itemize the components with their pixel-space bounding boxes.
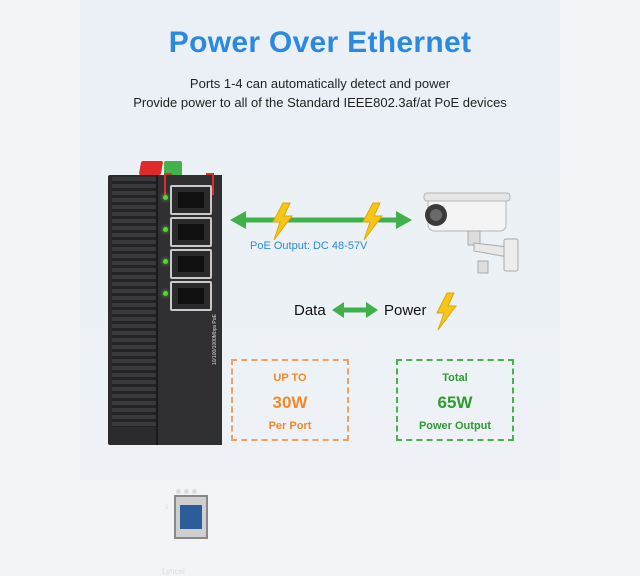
per-port-power-box: UP TO 30W Per Port [231,359,349,441]
port-led [163,227,168,232]
sfp-port-number: 5 [165,505,169,511]
lightning-bolt-icon [272,202,293,241]
total-caption: Power Output [418,420,492,432]
total-value: 65W [437,393,473,412]
heat-sink-fins [112,177,158,427]
double-arrow-icon [230,211,412,229]
ethernet-port-1 [170,185,212,215]
data-label: Data [294,302,326,319]
sfp-port [174,495,208,539]
per-port-value: 30W [272,393,308,412]
poe-output-label: PoE Output: DC 48-57V [250,240,368,252]
port-bracket [206,173,214,195]
per-port-prefix: UP TO [273,372,307,384]
lightning-bolt-icon [362,202,383,241]
brand-logo: Lyncel [162,567,185,576]
ethernet-port-4 [170,281,212,311]
ethernet-port-2 [170,217,212,247]
connection-graphics [230,202,457,331]
total-prefix: Total [442,372,468,384]
port-led [163,195,168,200]
lightning-bolt-icon [436,292,457,331]
subtitle-line-1: Ports 1-4 can automatically detect and p… [189,76,451,91]
port-led [163,259,168,264]
security-camera-icon [423,192,519,274]
ethernet-port-3 [170,249,212,279]
port-led [163,291,168,296]
poe-switch-device: 10/100/1000Mbps PoE 5 Lyncel [108,155,222,576]
subtitle-line-2: Provide power to all of the Standard IEE… [133,95,507,110]
per-port-caption: Per Port [268,420,312,432]
power-label: Power [384,302,427,319]
total-power-box: Total 65W Power Output [396,359,514,441]
port-bracket [164,173,172,195]
page-title: Power Over Ethernet [168,26,472,59]
double-arrow-icon [332,302,378,318]
